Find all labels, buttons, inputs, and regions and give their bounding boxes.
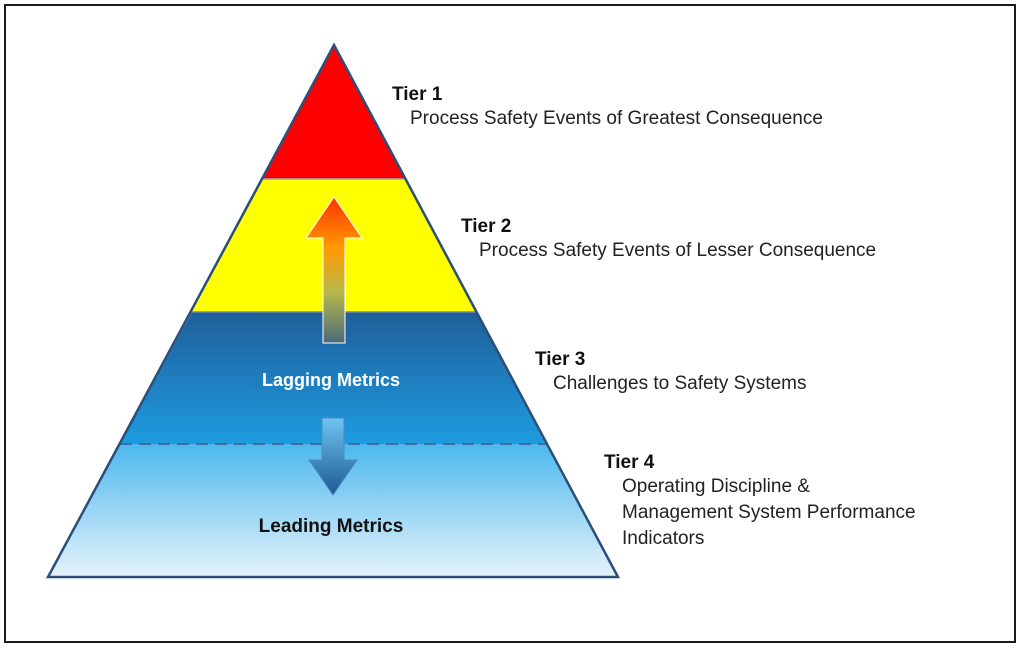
tier-4-description-line-3: Indicators [622,528,705,549]
lagging-metrics-label: Lagging Metrics [262,370,400,390]
tier-3-band [120,312,548,444]
tier-2-description: Process Safety Events of Lesser Conseque… [479,240,877,261]
leading-metrics-label: Leading Metrics [259,516,404,537]
tier-4-description-line-2: Management System Performance [622,502,916,523]
tier-2-text: Tier 2 Process Safety Events of Lesser C… [461,216,876,264]
tier-4-band [48,444,618,577]
tier-4-description-line-1: Operating Discipline & [622,476,810,497]
tier-3-description: Challenges to Safety Systems [553,373,807,394]
tier-3-text: Tier 3 Challenges to Safety Systems [535,349,806,397]
tier-1-title: Tier 1 [392,84,443,105]
up-arrow-icon [305,196,363,344]
tier-1-description: Process Safety Events of Greatest Conseq… [410,108,823,129]
tier-2-title: Tier 2 [461,216,512,237]
tier-3-title: Tier 3 [535,349,586,370]
tier-4-text: Tier 4 Operating Discipline & Management… [604,452,916,552]
tier-1-band [262,45,406,179]
tier-4-title: Tier 4 [604,452,655,473]
pyramid-outline [45,42,621,579]
down-arrow-icon [308,417,358,496]
tier-1-text: Tier 1 Process Safety Events of Greatest… [392,84,823,132]
